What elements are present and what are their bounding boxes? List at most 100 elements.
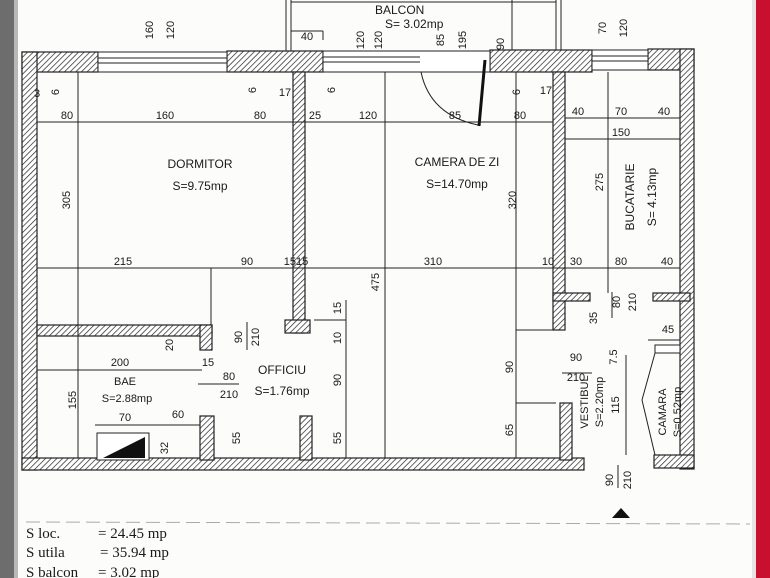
dimension-label: 305 xyxy=(61,191,73,209)
dimension-label: 120 xyxy=(373,31,385,49)
room-camara-name: CAMARA xyxy=(657,388,669,436)
dimension-label: 40 xyxy=(658,106,670,118)
dimension-label: 35 xyxy=(588,312,600,324)
dimension-label: 80 xyxy=(611,296,623,308)
room-officiu-area: S=1.76mp xyxy=(254,384,309,398)
dimension-label: 80 xyxy=(615,256,627,268)
dimension-label: 475 xyxy=(370,273,382,291)
summary-label: S loc. xyxy=(26,526,60,542)
balcony-area: S= 3.02mp xyxy=(385,17,444,31)
dimension-label: 90 xyxy=(604,474,616,486)
page-edge xyxy=(14,0,18,578)
dimension-label: 17 xyxy=(279,87,291,99)
dimension-label: 70 xyxy=(615,106,627,118)
dimension-label: 25 xyxy=(309,110,321,122)
dimension-label: 150 xyxy=(612,127,630,139)
dimension-label: 80 xyxy=(223,371,235,383)
room-camera-name: CAMERA DE ZI xyxy=(415,155,500,169)
dimension-label: 70 xyxy=(119,412,131,424)
dimension-label: 120 xyxy=(355,31,367,49)
dimension-label: 90 xyxy=(504,361,516,373)
dimension-label: 45 xyxy=(662,324,674,336)
room-dormitor-area: S=9.75mp xyxy=(172,179,227,193)
room-bucatarie-name: BUCATARIE xyxy=(623,164,637,231)
dimension-label: 115 xyxy=(610,396,622,414)
summary-value: = 24.45 mp xyxy=(98,526,167,542)
camara-shelf xyxy=(641,352,656,456)
dimension-label: 320 xyxy=(507,191,519,209)
camara-door xyxy=(654,344,681,354)
dimension-label: 30 xyxy=(570,256,582,268)
dimension-label: 85 xyxy=(435,34,447,46)
dimension-labels: 160 120 40 120 120 85 195 90 70 120 80 160 80 25 120 85… xyxy=(34,19,674,489)
dimension-label: 90 xyxy=(233,331,245,343)
room-bucatarie-area: S= 4.13mp xyxy=(645,167,659,226)
dimension-label: 160 xyxy=(144,21,156,39)
dimension-label: 40 xyxy=(301,31,313,43)
dimension-label: 210 xyxy=(250,328,262,346)
dimension-label: 85 xyxy=(449,110,461,122)
dimension-label: 120 xyxy=(359,110,377,122)
dimension-label: 6 xyxy=(247,87,259,93)
dimension-label: 210 xyxy=(220,389,238,401)
dimension-label: 17 xyxy=(540,85,552,97)
summary-label: S utila xyxy=(26,545,65,561)
dimension-label: 200 xyxy=(111,357,129,369)
dimension-label: 70 xyxy=(597,22,609,34)
dimension-label: 32 xyxy=(159,442,171,454)
shower-icon xyxy=(103,437,145,458)
dimension-label: 6 xyxy=(511,89,523,95)
walls xyxy=(21,48,695,471)
dimension-label: 65 xyxy=(504,424,516,436)
dimension-label: 90 xyxy=(332,374,344,386)
dimension-lines xyxy=(37,72,680,488)
summary-value: = 3.02 mp xyxy=(98,565,159,578)
red-edge xyxy=(756,0,770,578)
room-camera-area: S=14.70mp xyxy=(426,177,488,191)
dimension-label: 3 xyxy=(34,88,40,100)
dimension-label: 7.5 xyxy=(608,349,620,364)
dimension-label: 120 xyxy=(165,21,177,39)
dimension-label: 10 xyxy=(332,332,344,344)
room-officiu-name: OFFICIU xyxy=(258,363,306,377)
balcony: BALCON S= 3.02mp xyxy=(285,0,562,52)
dimension-label: 90 xyxy=(241,256,253,268)
room-baie-area: S=2.88mp xyxy=(102,393,152,405)
windows xyxy=(96,49,681,461)
divider xyxy=(25,521,751,525)
entrance-arrow-icon xyxy=(612,508,630,518)
dimension-label: 310 xyxy=(424,256,442,268)
dimension-label: 15 xyxy=(202,357,214,369)
dimension-label: 6 xyxy=(50,89,62,95)
dimension-label: 60 xyxy=(172,409,184,421)
dimension-label: 80 xyxy=(254,110,266,122)
dimension-label: 120 xyxy=(618,19,630,37)
dimension-label: 10 xyxy=(542,256,554,268)
dimension-label: 90 xyxy=(570,352,582,364)
room-dormitor-name: DORMITOR xyxy=(167,157,232,171)
room-camara-area: S=0.52mp xyxy=(672,387,684,437)
balcony-label: BALCON xyxy=(375,3,424,17)
dimension-label: 195 xyxy=(457,31,469,49)
summary-label: S balcon xyxy=(26,565,79,578)
summary-value: = 35.94 mp xyxy=(100,545,169,561)
dimension-label: 160 xyxy=(156,110,174,122)
room-baie-name: BAE xyxy=(114,376,136,388)
room-vestibul-name: VESTIBUL xyxy=(579,375,591,428)
dimension-label: 210 xyxy=(622,471,634,489)
area-summary: S loc. = 24.45 mp S utila = 35.94 mp S b… xyxy=(26,526,169,578)
dimension-label: 40 xyxy=(572,106,584,118)
page-edge-right xyxy=(752,0,756,578)
room-vestibul-area: S=2.20mp xyxy=(594,377,606,427)
dimension-label: 1515 xyxy=(284,256,308,268)
balcony-door xyxy=(477,59,487,127)
balcony-door-swing xyxy=(420,71,479,126)
dimension-label: 215 xyxy=(114,256,132,268)
dimension-label: 210 xyxy=(627,293,639,311)
dimension-label: 40 xyxy=(661,256,673,268)
dimension-label: 275 xyxy=(594,173,606,191)
dimension-label: 210 xyxy=(567,372,585,384)
room-labels: DORMITOR S=9.75mp CAMERA DE ZI S=14.70mp… xyxy=(102,155,684,437)
binding-shadow xyxy=(0,0,14,578)
